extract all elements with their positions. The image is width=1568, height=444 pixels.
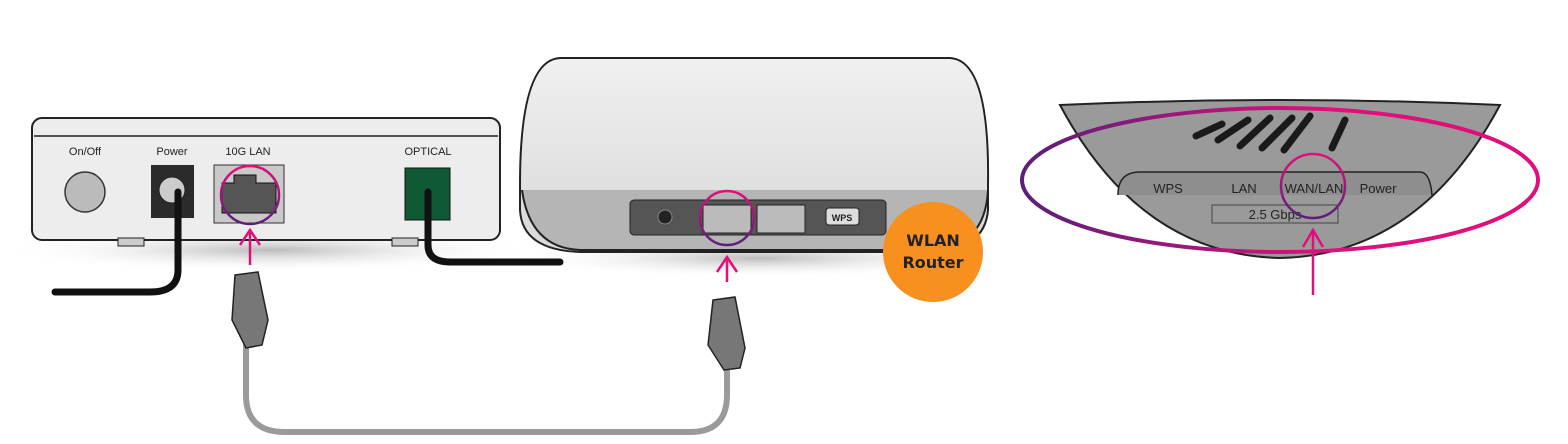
on-off-label: On/Off (69, 146, 102, 158)
detail-lan-label: LAN (1231, 181, 1256, 196)
wps-button-label: WPS (832, 213, 853, 223)
lan-label: 10G LAN (225, 146, 270, 158)
router-lan-port (756, 204, 806, 234)
badge-line1: WLAN (906, 231, 960, 250)
power-label: Power (156, 146, 188, 158)
optical-label: OPTICAL (404, 146, 451, 158)
detail-speed-label: 2.5 Gbps (1249, 207, 1302, 222)
ethernet-plug-right (707, 296, 746, 371)
fiber-modem: On/Off Power 10G LAN OPTICAL (31, 117, 564, 296)
ethernet-cable (231, 271, 746, 435)
wps-button[interactable] (825, 207, 860, 226)
arrow-up-icon (238, 227, 262, 265)
detail-highlight-ellipse (1020, 106, 1540, 254)
wlan-router-badge (883, 202, 983, 302)
router-wan-port (702, 204, 752, 234)
wlan-router: WPS WLAN Router (519, 57, 990, 302)
power-cable (51, 188, 182, 296)
detail-wps-label: WPS (1153, 181, 1183, 196)
badge-line2: Router (902, 253, 963, 272)
router-port-highlight (698, 189, 756, 247)
detail-power-label: Power (1360, 181, 1398, 196)
wan-lan-highlight (1279, 152, 1347, 220)
arrow-up-icon (1301, 227, 1325, 295)
router-underside-detail: WPS LAN WAN/LAN Power 2.5 Gbps (1020, 99, 1540, 295)
arrow-up-icon (715, 254, 739, 282)
detail-wan-lan-label: WAN/LAN (1285, 181, 1344, 196)
optical-cable (424, 188, 564, 266)
ethernet-plug-left (231, 271, 269, 349)
on-off-button[interactable] (64, 171, 106, 213)
lan-port-highlight (219, 164, 281, 226)
